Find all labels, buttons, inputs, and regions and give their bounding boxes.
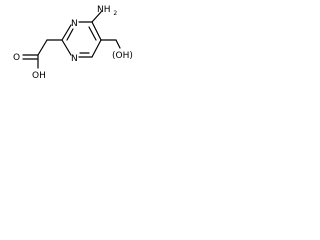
amino-subscript: 2 [113, 10, 117, 17]
amino-label: NH 2 [97, 5, 117, 17]
chemical-structure-drawing: N N NH 2 (OH) O OH [13, 5, 133, 81]
bond-c5-c4 [91, 39, 102, 58]
bond-c6-c5-double [88, 26, 97, 41]
bond-ch2-oh [115, 39, 121, 49]
nitrogen-top-label: N [71, 19, 78, 29]
pyrimidine-ring [61, 21, 102, 58]
bond-n1-c2-double [66, 28, 74, 41]
carbonyl-oxygen-label: O [13, 53, 20, 63]
bond-ch2-cooh [37, 39, 48, 56]
hydroxymethyl-oh-label: (OH) [112, 51, 133, 61]
bond-c2-n1 [61, 24, 72, 41]
bond-c6-c5 [91, 21, 102, 41]
amino-nh: NH [97, 5, 111, 15]
bond-n3-c2 [61, 39, 72, 56]
atom-labels: N N NH 2 (OH) O OH [13, 5, 133, 81]
nitrogen-bottom-label: N [71, 54, 78, 64]
substituent-bonds [22, 11, 121, 69]
bond-amino [91, 11, 102, 23]
acid-hydroxyl-label: OH [32, 71, 46, 81]
